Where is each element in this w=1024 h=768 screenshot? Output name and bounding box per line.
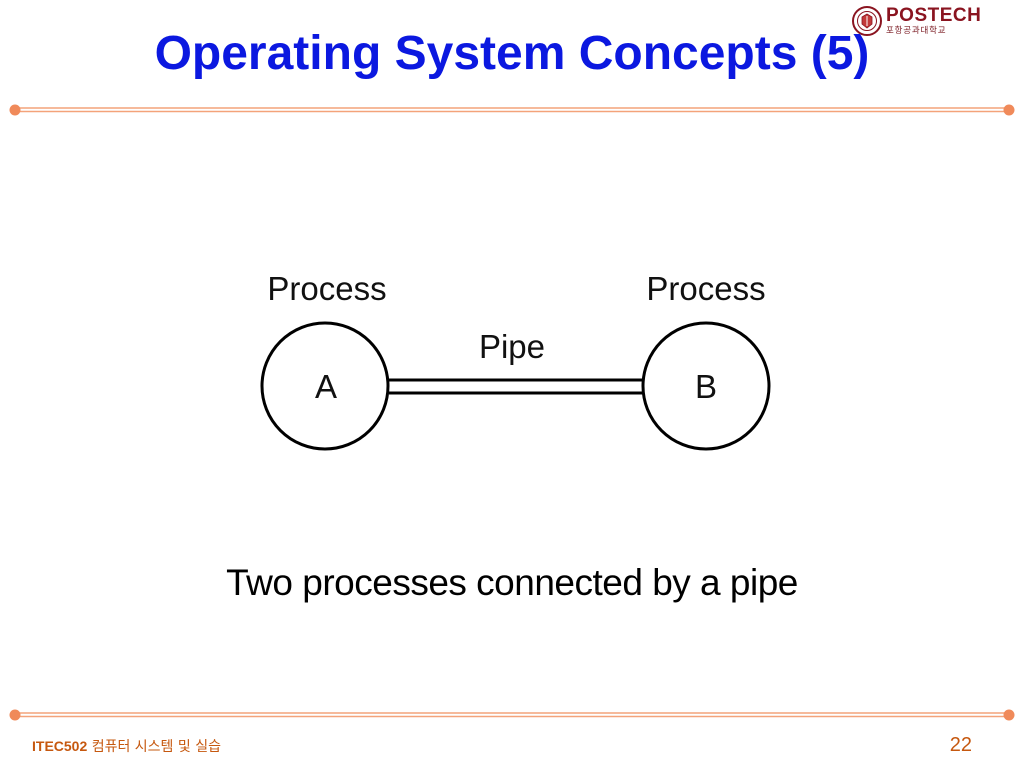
footer-course: ITEC502 컴퓨터 시스템 및 실습 xyxy=(32,736,221,756)
divider-dot-right xyxy=(1003,709,1015,721)
diagram-caption: Two processes connected by a pipe xyxy=(226,562,798,603)
process-a-label: Process xyxy=(267,270,386,307)
process-a-id: A xyxy=(315,368,337,405)
pipe-label: Pipe xyxy=(479,328,545,365)
divider-dot-left xyxy=(9,709,21,721)
top-divider xyxy=(9,104,1015,116)
page-number: 22 xyxy=(949,734,972,756)
slide-title: Operating System Concepts (5) xyxy=(154,27,870,80)
divider-dot-right xyxy=(1003,104,1015,116)
course-code: ITEC502 xyxy=(32,738,88,754)
course-name: 컴퓨터 시스템 및 실습 xyxy=(91,739,221,755)
process-b-circle xyxy=(641,321,771,451)
university-seal-icon xyxy=(852,6,882,36)
process-b-id: B xyxy=(695,368,717,405)
postech-logo: POSTECH 포항공과대학교 xyxy=(852,4,986,38)
logo-subtitle: 포항공과대학교 xyxy=(886,26,947,37)
bottom-divider xyxy=(9,709,1015,721)
process-a-circle xyxy=(260,321,390,451)
process-b-label: Process xyxy=(646,270,765,307)
divider-dot-left xyxy=(9,104,21,116)
logo-wordmark: POSTECH xyxy=(886,5,982,27)
